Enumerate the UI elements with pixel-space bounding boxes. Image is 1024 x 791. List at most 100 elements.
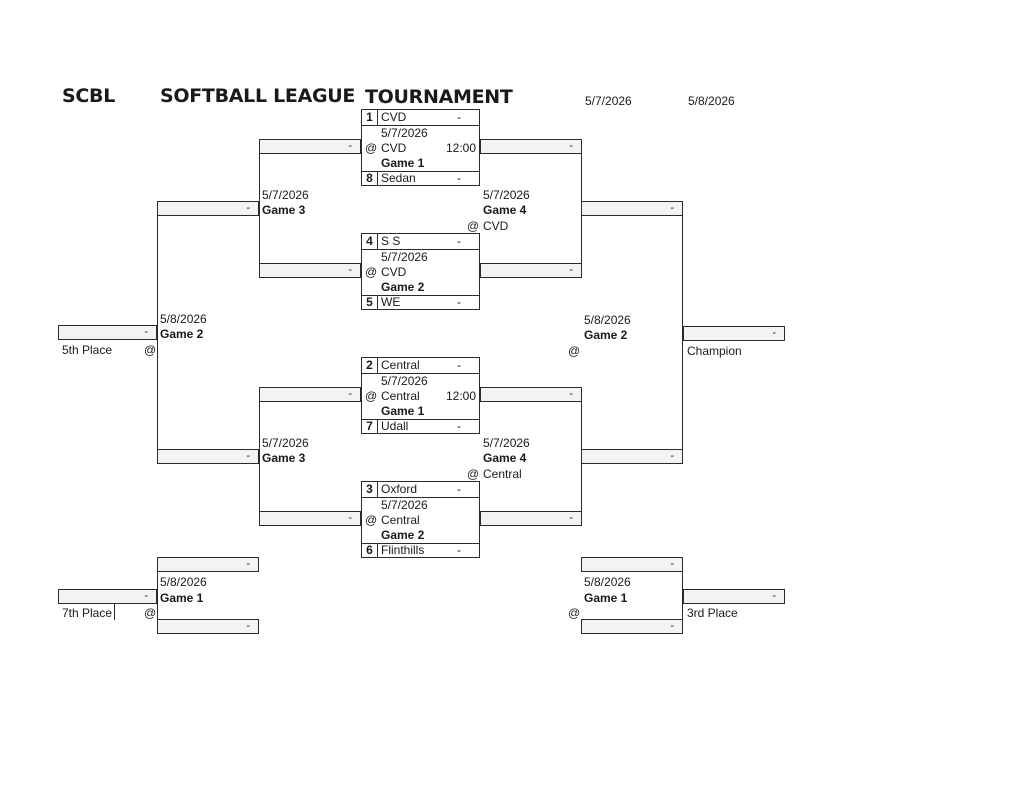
game-date: 5/7/2026 xyxy=(483,436,530,450)
fifth-place-slot[interactable]: - xyxy=(58,325,157,340)
slot-score: - xyxy=(772,327,776,339)
bracket-slot[interactable]: - xyxy=(480,511,582,526)
at-symbol: @ xyxy=(568,344,581,358)
game-date: 5/8/2026 xyxy=(584,313,631,327)
bracket-slot[interactable]: - xyxy=(480,263,582,278)
slot-score: - xyxy=(569,140,573,152)
seed-number: 4 xyxy=(362,234,378,249)
seed-number: 8 xyxy=(362,171,378,186)
slot-score: - xyxy=(670,558,674,570)
game-label: Game 1 xyxy=(584,591,628,605)
team-name[interactable]: Flinthills xyxy=(381,543,425,557)
matchup-box-1: 1 CVD - 5/7/2026 @ CVD 12:00 Game 1 8 Se… xyxy=(361,109,480,186)
bracket-slot[interactable]: - xyxy=(259,511,361,526)
slot-score: - xyxy=(569,388,573,400)
slot-score: - xyxy=(246,450,250,462)
game-site: CVD xyxy=(381,265,407,279)
champion-label: Champion xyxy=(687,344,742,358)
bracket-slot[interactable]: - xyxy=(259,139,361,154)
seventh-place-slot[interactable]: - xyxy=(58,589,157,604)
game-site: Central xyxy=(381,389,420,403)
team-score: - xyxy=(457,543,461,557)
team-score: - xyxy=(457,171,461,185)
team-score: - xyxy=(457,295,461,309)
slot-score: - xyxy=(772,590,776,602)
at-symbol: @ xyxy=(568,606,581,620)
at-symbol: @ xyxy=(365,265,378,279)
matchup-box-4: 3 Oxford - 5/7/2026 @ Central Game 2 6 F… xyxy=(361,481,480,558)
title-softball-league: SOFTBALL LEAGUE xyxy=(160,85,356,107)
slot-score: - xyxy=(670,620,674,632)
bracket-slot[interactable]: - xyxy=(157,201,259,216)
slot-score: - xyxy=(246,558,250,570)
team-name[interactable]: S S xyxy=(381,234,401,248)
game-label: Game 4 xyxy=(483,451,527,465)
slot-score: - xyxy=(670,202,674,214)
at-symbol: @ xyxy=(365,513,378,527)
bracket-slot[interactable]: - xyxy=(480,387,582,402)
matchup-box-3: 2 Central - 5/7/2026 @ Central 12:00 Gam… xyxy=(361,357,480,434)
slot-score: - xyxy=(569,512,573,524)
at-symbol: @ xyxy=(467,219,480,233)
team-name[interactable]: CVD xyxy=(381,110,407,124)
at-symbol: @ xyxy=(365,141,378,155)
seed-number: 7 xyxy=(362,419,378,434)
game-date: 5/7/2026 xyxy=(262,188,309,202)
third-place-label: 3rd Place xyxy=(687,606,738,620)
third-place-slot[interactable]: - xyxy=(683,589,785,604)
game-label: Game 1 xyxy=(160,591,204,605)
seed-number: 3 xyxy=(362,482,378,497)
slot-score: - xyxy=(348,264,352,276)
game-date: 5/7/2026 xyxy=(381,250,428,264)
seed-number: 5 xyxy=(362,295,378,310)
slot-score: - xyxy=(670,450,674,462)
seed-number: 1 xyxy=(362,110,378,125)
team-name[interactable]: Central xyxy=(381,358,420,372)
bracket-slot[interactable]: - xyxy=(581,449,683,464)
matchup-box-2: 4 S S - 5/7/2026 @ CVD Game 2 5 WE - xyxy=(361,233,480,310)
game-date: 5/7/2026 xyxy=(381,498,428,512)
game-site: CVD xyxy=(381,141,407,155)
game-label: Game 2 xyxy=(381,528,425,542)
bracket-slot[interactable]: - xyxy=(480,139,582,154)
team-name[interactable]: WE xyxy=(381,295,401,309)
seventh-place-label: 7th Place xyxy=(62,606,113,620)
game-site: CVD xyxy=(483,219,509,233)
game-site: Central xyxy=(381,513,420,527)
date-column-1: 5/7/2026 xyxy=(585,94,632,108)
slot-score: - xyxy=(144,326,148,338)
bracket-slot[interactable]: - xyxy=(157,449,259,464)
bracket-slot[interactable]: - xyxy=(581,619,683,634)
at-symbol: @ xyxy=(365,389,378,403)
game-label: Game 2 xyxy=(160,327,204,341)
fifth-place-label: 5th Place xyxy=(62,343,113,357)
bracket-slot[interactable]: - xyxy=(581,557,683,572)
title-tournament: TOURNAMENT xyxy=(365,86,513,108)
game-label: Game 2 xyxy=(381,280,425,294)
game-date: 5/7/2026 xyxy=(483,188,530,202)
team-score: - xyxy=(457,419,461,433)
slot-score: - xyxy=(348,512,352,524)
game-label: Game 3 xyxy=(262,451,306,465)
bracket-slot[interactable]: - xyxy=(259,387,361,402)
slot-score: - xyxy=(569,264,573,276)
bracket-slot[interactable]: - xyxy=(157,619,259,634)
bracket-slot[interactable]: - xyxy=(157,557,259,572)
team-name[interactable]: Oxford xyxy=(381,482,418,496)
at-symbol: @ xyxy=(144,606,157,620)
team-score: - xyxy=(457,110,461,124)
date-column-2: 5/8/2026 xyxy=(688,94,735,108)
slot-score: - xyxy=(144,590,148,602)
slot-score: - xyxy=(246,202,250,214)
game-label: Game 2 xyxy=(584,328,628,342)
game-label: Game 3 xyxy=(262,203,306,217)
bracket-slot[interactable]: - xyxy=(259,263,361,278)
slot-score: - xyxy=(348,388,352,400)
champion-slot[interactable]: - xyxy=(683,326,785,341)
game-site: Central xyxy=(483,467,522,481)
bracket-slot[interactable]: - xyxy=(581,201,683,216)
team-name[interactable]: Udall xyxy=(381,419,409,433)
game-date: 5/7/2026 xyxy=(381,126,428,140)
game-label: Game 1 xyxy=(381,156,425,170)
team-name[interactable]: Sedan xyxy=(381,171,416,185)
